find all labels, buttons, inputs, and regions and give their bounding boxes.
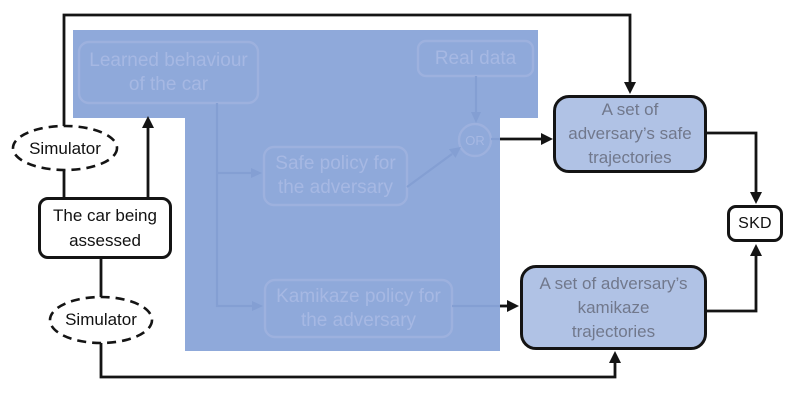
ghost-arrowhead-to-or-top <box>471 112 481 123</box>
simulator-bottom-label: Simulator <box>50 297 152 343</box>
arrowhead-into-highlight <box>142 116 154 128</box>
safe-trajectories-line3: trajectories <box>588 148 672 167</box>
ghost-arrowhead-to-or-side <box>448 147 461 158</box>
arrowhead-into-skd-bottom <box>750 244 762 256</box>
or-gate-text: OR <box>465 132 485 148</box>
line-safe-trajectories-to-skd <box>707 131 758 192</box>
safe-policy-line2: the adversary <box>277 177 394 198</box>
skd-box: SKD <box>727 205 783 242</box>
learned-behaviour-line2: of the car <box>128 73 209 95</box>
kamikaze-policy-label: Kamikaze policy for the adversary <box>265 280 452 337</box>
learned-behaviour-box-outline <box>77 40 260 105</box>
line-kamikaze-trajectories-to-skd <box>707 256 758 313</box>
car-being-assessed-box: The car being assessed <box>38 197 172 259</box>
arrowhead-into-safe-trajectories-top <box>624 82 636 94</box>
skd-text: SKD <box>738 214 772 232</box>
highlight-overlay-region <box>73 30 538 351</box>
ghost-arrowhead-to-kamikaze-policy <box>252 301 263 311</box>
kamikaze-trajectories-box: A set of adversary’s kamikaze trajectori… <box>520 265 707 350</box>
arrowhead-into-kamikaze-trajectories-bottom <box>609 351 621 363</box>
arrowhead-into-safe-trajectories-left <box>541 133 553 145</box>
ghost-arrowhead-to-safe-policy <box>251 168 262 178</box>
kamikaze-trajectories-line2: kamikaze <box>577 297 650 317</box>
simulator-top-text: Simulator <box>29 138 101 158</box>
safe-trajectories-line2: adversary’s safe <box>568 124 692 143</box>
safe-policy-label: Safe policy for the adversary <box>264 147 407 205</box>
line-simulator1-to-safe-trajectories <box>62 13 632 126</box>
simulator-top-ellipse <box>11 124 119 172</box>
learned-behaviour-label: Learned behaviour of the car <box>79 42 258 103</box>
kamikaze-trajectories-line1: A set of adversary’s <box>539 273 688 293</box>
kamikaze-policy-box-outline <box>263 278 454 339</box>
car-label-line2: assessed <box>69 231 141 250</box>
kamikaze-policy-line2: the adversary <box>300 309 417 331</box>
real-data-text: Real data <box>434 47 517 69</box>
learned-behaviour-line1: Learned behaviour <box>89 49 248 71</box>
line-simulator2-to-kamikaze-trajectories <box>99 343 617 379</box>
safe-policy-box-outline <box>262 145 409 207</box>
car-label-line1: The car being <box>53 206 157 225</box>
simulator-bottom-text: Simulator <box>65 310 137 329</box>
simulator-bottom-ellipse <box>48 295 154 345</box>
kamikaze-policy-line1: Kamikaze policy for <box>276 285 441 307</box>
safe-trajectories-line1: A set of <box>601 100 659 119</box>
ghost-line-learned-to-policies <box>215 103 252 308</box>
safe-trajectories-box: A set of adversary’s safe trajectories <box>553 95 707 173</box>
arrowhead-into-kamikaze-trajectories-left <box>507 300 519 312</box>
or-gate-label: OR <box>459 124 491 156</box>
safe-policy-line1: Safe policy for <box>275 153 396 174</box>
ghost-line-safe-policy-to-or <box>406 153 453 188</box>
simulator-top-label: Simulator <box>13 127 117 170</box>
real-data-label: Real data <box>418 41 533 76</box>
arrowhead-into-skd-top <box>750 192 762 204</box>
kamikaze-trajectories-line3: trajectories <box>571 321 656 341</box>
